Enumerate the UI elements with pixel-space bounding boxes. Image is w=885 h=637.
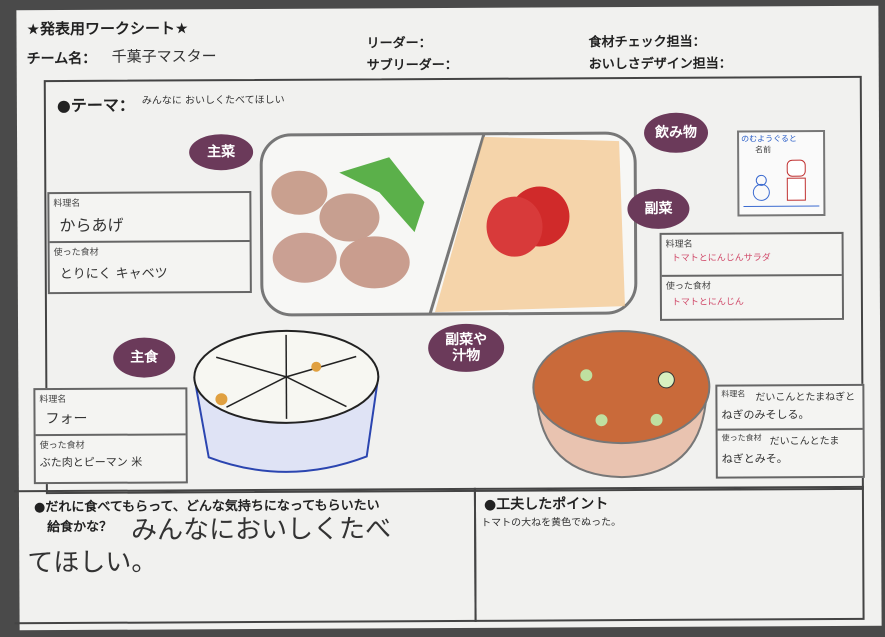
leader-label: リーダー： bbox=[366, 36, 432, 52]
bubble-drink: 飲み物 bbox=[643, 112, 709, 153]
staple-card: 料理名フォー 使った食材ぶた肉とピーマン 米 bbox=[33, 387, 188, 485]
cabbage-drawing bbox=[339, 157, 425, 233]
theme-label: ●テーマ： bbox=[56, 95, 135, 116]
main-dish-card: 料理名からあげ 使った食材とりにく キャベツ bbox=[47, 191, 252, 295]
soup-ingredients-line2: ねぎとみそ。 bbox=[721, 452, 788, 466]
bubble-main-dish: 主菜 bbox=[189, 134, 254, 171]
design-label: おいしさデザイン担当： bbox=[588, 56, 732, 73]
side-dish-name: トマトとにんじんサラダ bbox=[671, 253, 771, 264]
main-dish-ingredients: とりにく キャベツ bbox=[59, 266, 168, 283]
answer-line2: てほしい。 bbox=[27, 547, 158, 579]
tomato-drawing bbox=[486, 186, 570, 257]
karaage-drawing bbox=[271, 170, 410, 289]
drink-name: のむようぐると bbox=[741, 134, 797, 144]
ingredient-check-label: 食材チェック担当： bbox=[588, 34, 706, 51]
team-name-value: 千菓子マスター bbox=[111, 47, 217, 66]
team-name-label: チーム名： bbox=[26, 50, 97, 68]
ingredients-label: 使った食材 bbox=[39, 440, 85, 452]
worksheet-title: ★発表用ワークシート★ bbox=[26, 19, 189, 39]
bubble-side-soup: 副菜や汁物 bbox=[428, 323, 505, 373]
ingredients-label: 使った食材 bbox=[721, 433, 762, 443]
worksheet-paper: ★発表用ワークシート★ チーム名： 千菓子マスター リーダー： サブリーダー： … bbox=[13, 5, 882, 631]
ingredients-label: 使った食材 bbox=[665, 281, 711, 292]
side-dish-card: 料理名トマトとにんじんサラダ 使った食材トマトとにんじん bbox=[659, 231, 845, 321]
miso-soup-bowl-drawing bbox=[532, 330, 711, 479]
theme-value: みんなに おいしくたべてほしい bbox=[141, 94, 285, 107]
question-line2: 給食かな？ bbox=[47, 519, 113, 536]
point-label: ●工夫したポイント bbox=[483, 496, 609, 513]
bubble-side-soup-line2: 汁物 bbox=[452, 347, 481, 364]
bubble-staple: 主食 bbox=[113, 337, 176, 378]
soup-ingredients-line1: だいこんとたま bbox=[769, 435, 840, 448]
staple-ingredients: ぶた肉とピーマン 米 bbox=[39, 455, 143, 470]
staple-name: フォー bbox=[45, 410, 88, 428]
cow-drawing bbox=[743, 159, 820, 207]
soup-name-line1: だいこんとたまねぎと bbox=[755, 391, 856, 404]
dish-name-label: 料理名 bbox=[721, 389, 746, 399]
bubble-side-soup-line1: 副菜や bbox=[445, 331, 488, 349]
soup-name-line2: ねぎのみそしる。 bbox=[721, 408, 810, 422]
subleader-label: サブリーダー： bbox=[366, 57, 458, 74]
pho-bowl-drawing bbox=[193, 329, 380, 473]
bubble-side-dish: 副菜 bbox=[627, 188, 690, 230]
dish-name-label: 料理名 bbox=[39, 395, 67, 406]
answer-line1: みんなにおいしくたべ bbox=[131, 514, 392, 546]
dish-name-label: 料理名 bbox=[53, 198, 81, 210]
main-dish-name: からあげ bbox=[59, 215, 124, 236]
point-value: トマトの大ねを黄色でぬった。 bbox=[481, 517, 622, 529]
side-dish-ingredients: トマトとにんじん bbox=[671, 297, 744, 308]
soup-card: 料理名だいこんとたまねぎとねぎのみそしる。 使った食材だいこんとたまねぎとみそ。 bbox=[715, 383, 865, 479]
main-plate-drawing bbox=[259, 131, 638, 317]
ingredients-label: 使った食材 bbox=[53, 247, 99, 259]
dish-name-label: 料理名 bbox=[665, 239, 693, 250]
drink-box: のむようぐると 名前 bbox=[737, 130, 826, 217]
